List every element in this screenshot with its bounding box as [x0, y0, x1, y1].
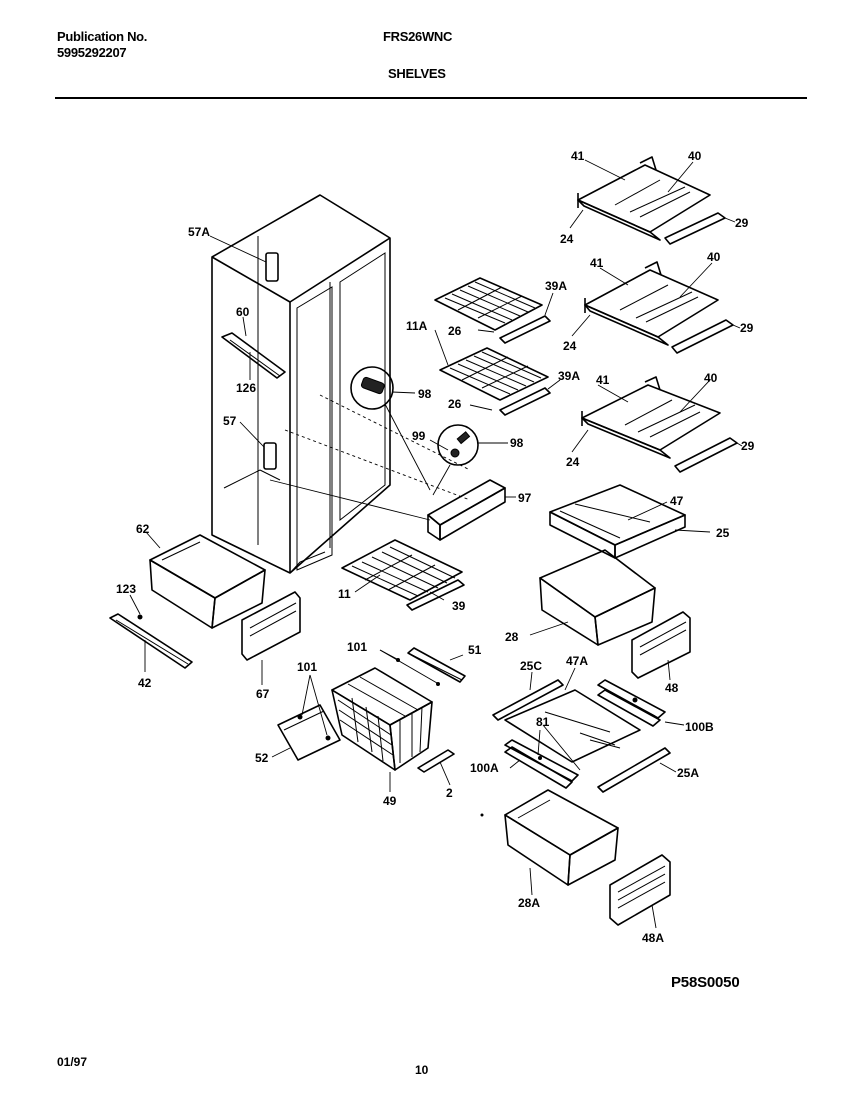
label-57A: 57A: [188, 225, 210, 239]
label-29-low: 29: [741, 439, 755, 453]
rail-2: [417, 749, 455, 786]
label-40-low: 40: [704, 371, 718, 385]
label-11A: 11A: [406, 319, 428, 333]
rail-51: [379, 647, 466, 686]
label-26-upper: 26: [448, 324, 462, 338]
label-26-lower: 26: [448, 397, 462, 411]
label-49: 49: [383, 794, 397, 808]
label-67: 67: [256, 687, 270, 701]
label-62: 62: [136, 522, 150, 536]
glass-shelf-3: [571, 376, 743, 473]
label-60: 60: [236, 305, 250, 319]
drawer-front-48: [631, 611, 691, 681]
label-40-mid: 40: [707, 250, 721, 264]
label-48: 48: [665, 681, 679, 695]
rail-100B: [597, 679, 685, 727]
label-28: 28: [505, 630, 519, 644]
detail-98-circle-right: [429, 424, 508, 496]
diagram-code: P58S0050: [671, 974, 740, 991]
glass-cover-47A: [504, 667, 641, 763]
label-39: 39: [452, 599, 466, 613]
callout-labels: 41 40 24 29 41 40 24 29 41 40 24 29 57A …: [116, 149, 755, 945]
wire-basket-49: [331, 667, 433, 792]
crisper-cover-47: [549, 484, 711, 559]
model-number: FRS26WNC: [383, 29, 453, 44]
label-24-low: 24: [566, 455, 580, 469]
label-39A-lower: 39A: [558, 369, 580, 383]
label-25C: 25C: [520, 659, 542, 673]
label-24-top: 24: [560, 232, 574, 246]
label-11: 11: [338, 587, 351, 601]
page-number: 10: [415, 1063, 429, 1077]
label-41-mid: 41: [590, 256, 604, 270]
label-29-top: 29: [735, 216, 749, 230]
label-2: 2: [446, 786, 453, 800]
label-81: 81: [536, 715, 550, 729]
pan-28A: [480, 789, 619, 896]
drawer-front-48A: [609, 854, 671, 929]
glass-shelf-1: [569, 156, 736, 245]
pan-28: [529, 549, 656, 646]
label-97: 97: [518, 491, 532, 505]
rail-52: [271, 674, 341, 761]
label-99: 99: [412, 429, 426, 443]
publication-label: Publication No.: [57, 29, 148, 44]
label-100B: 100B: [685, 720, 714, 734]
detail-98-circle-left: [350, 366, 431, 491]
label-52: 52: [255, 751, 269, 765]
rail-100A: [504, 724, 581, 789]
header-rule: [55, 97, 807, 99]
label-98-left: 98: [418, 387, 432, 401]
label-42: 42: [138, 676, 152, 690]
pan-62: [145, 531, 266, 629]
label-101-top: 101: [347, 640, 367, 654]
wire-shelf-11A-upper: [434, 277, 551, 344]
label-41-top: 41: [571, 149, 585, 163]
footer-date: 01/97: [57, 1055, 88, 1069]
label-48A: 48A: [642, 931, 664, 945]
label-123: 123: [116, 582, 136, 596]
label-25: 25: [716, 526, 730, 540]
label-101-left: 101: [297, 660, 317, 674]
label-40-top: 40: [688, 149, 702, 163]
bracket-97: [427, 479, 516, 541]
label-29-mid: 29: [740, 321, 754, 335]
label-47: 47: [670, 494, 684, 508]
drawer-front-67: [241, 591, 301, 685]
wire-shelf-11A-lower: [434, 292, 561, 416]
rail-60: [221, 316, 286, 380]
label-100A: 100A: [470, 761, 499, 775]
label-24-mid: 24: [563, 339, 577, 353]
label-25A: 25A: [677, 766, 699, 780]
label-41-low: 41: [596, 373, 610, 387]
rail-42: [109, 594, 193, 672]
label-51: 51: [468, 643, 482, 657]
label-28A: 28A: [518, 896, 540, 910]
glass-shelf-2: [571, 261, 741, 354]
label-39A-upper: 39A: [545, 279, 567, 293]
wire-shelf-11: [341, 539, 465, 611]
label-57: 57: [223, 414, 237, 428]
label-98-right: 98: [510, 436, 524, 450]
label-47A: 47A: [566, 654, 588, 668]
label-126: 126: [236, 381, 256, 395]
publication-number: 5995292207: [57, 45, 127, 60]
cabinet-drawing: [209, 194, 471, 574]
section-title: SHELVES: [388, 66, 446, 81]
rail-25C: [492, 671, 564, 721]
rail-25A: [597, 747, 677, 793]
